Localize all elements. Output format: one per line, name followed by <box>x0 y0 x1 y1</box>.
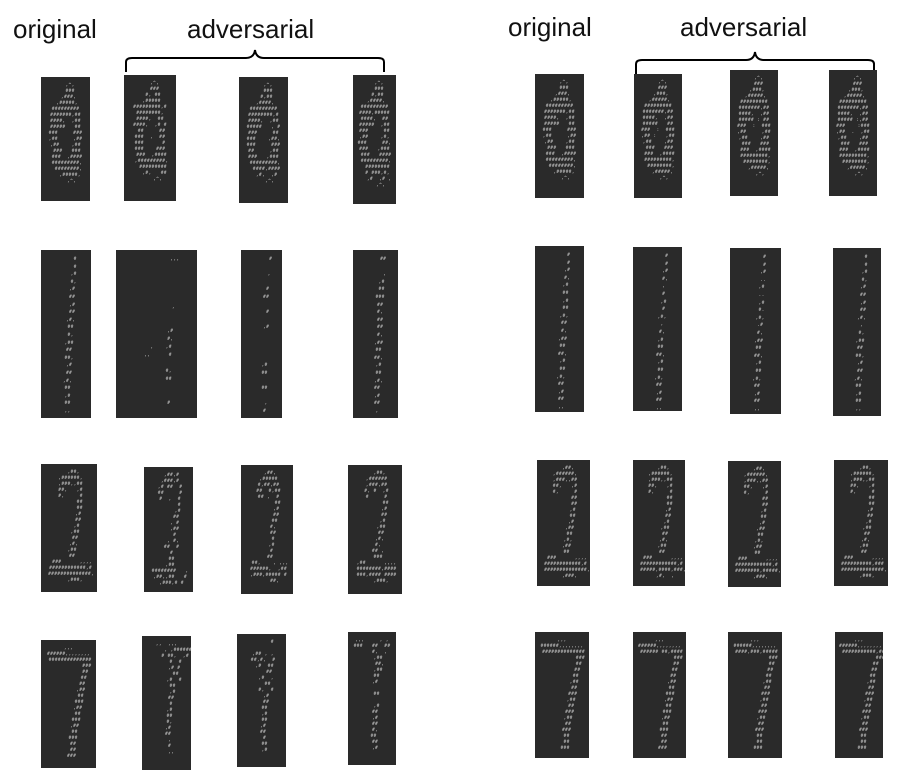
left-row2-adversarial-tile: ,##, ,###### ,###,## #, # ,# # # ## ,# #… <box>348 465 402 594</box>
right-row2-adversarial-tile: ,##, ,######, ,###,,## ##, ,# #, # ## ##… <box>834 460 888 586</box>
left-row1-adversarial-tile: ## , ,# ## ### ## #, ## ## #, ,## ## ##,… <box>353 250 398 418</box>
right-row3-adversarial-tile: ,,, ######,,,,,,,, ####,###,##### ### ##… <box>728 632 782 758</box>
ascii-digit-art: ,^, ### ,###, ,#####, ######### #######,… <box>836 76 870 177</box>
right-adversarial-brace <box>635 51 875 74</box>
right-row3-adversarial-tile: ,,, ######,,,,,,,, ###########,## ### ##… <box>835 632 883 758</box>
left-row3-adversarial-tile: ,, ,,, , ,###### # ##, ,# # # ,# # ## ,#… <box>142 636 191 770</box>
right-row0-adversarial-tile: ,^, ### ,###, ,#####, ######### #######,… <box>730 70 778 196</box>
ascii-digit-art: ,,, ######,,,,,,,, ###########,## ### ##… <box>839 638 883 751</box>
ascii-digit-art: ,,, , , ### ## ## #, , ,## ##, ,## ## ,#… <box>353 638 391 751</box>
ascii-digit-art: ,^, ### #,## ,####, ######### ####,#####… <box>357 81 392 188</box>
ascii-digit-art: ,^, ### #, ## ,##### #########,# #######… <box>133 81 169 182</box>
ascii-digit-art: ,,, ######,,,,,,,, ###### ##,#### ### ##… <box>638 638 683 751</box>
right-row0-adversarial-tile: ,^, ### ,###, ,#####, ######### #######,… <box>829 70 877 196</box>
left-row3-original-tile: ,,, ######,,,,,,,, ############## ### ##… <box>41 640 96 768</box>
left-original-label: original <box>13 14 97 44</box>
ascii-digit-art: # # ,# #, ,# ## ,# ## ,#, , #, ,## ## ##… <box>853 255 868 412</box>
ascii-digit-art: ,, ,,, , ,###### # ##, ,# # # ,# # ## ,#… <box>155 642 191 755</box>
ascii-digit-art: ,,, ######,,,,,,,, ####,###,##### ### ##… <box>733 638 778 751</box>
left-row3-adversarial-tile: # ,## , , ##,#, # ,# ## ## ,# , ## #, # … <box>237 634 286 767</box>
left-row2-adversarial-tile: ,##, ,##### #,##,## ## #,## ## , # ## ,#… <box>241 465 293 594</box>
left-row0-original-tile: ,^, ### ,###, ,#####, ######### #######,… <box>41 77 90 201</box>
right-row0-adversarial-tile: ,^, ### ,###, ,#####, ######### #######,… <box>634 74 682 198</box>
ascii-digit-art: ,^, ### ,###, ,#####, ######### #######,… <box>641 80 675 181</box>
ascii-digit-art: ,,, ######,,,,,,,, ############## ### ##… <box>540 638 585 751</box>
ascii-digit-art: ,^, ### #,## ,####, ######### ########,#… <box>246 83 281 184</box>
ascii-digit-art: ,##, ,######, ,###,,## ##, ,# #, # ## ##… <box>544 466 590 579</box>
ascii-digit-art: # # ,# .. ,# .. ,# #. ,#, .# #, ,## ## #… <box>752 255 767 412</box>
ascii-digit-art: ,^, ### ,###, ,#####, ######### #######,… <box>542 80 577 181</box>
right-row1-original-tile: # # ,# #, ,# ## ,# ## ,#, ## #, ,## ## #… <box>535 246 584 412</box>
left-row2-original-tile: ,##, ,######, ,###,,## ##, ,# #, # ## ##… <box>41 464 97 592</box>
right-row3-adversarial-tile: ,,, ######,,,,,,,, ###### ##,#### ### ##… <box>633 632 686 758</box>
ascii-digit-art: ,,, ######,,,,,,,, ############## ### ##… <box>47 646 92 759</box>
ascii-digit-art: # ,## , , ##,#, # ,# ## ## ,# , ## #, # … <box>250 640 276 753</box>
right-row2-adversarial-tile: ,##, ,######, ,###,,## ##, ,# #, # ## ##… <box>728 461 781 587</box>
left-row0-adversarial-tile: ,^, ### #,## ,####, ######### ####,#####… <box>353 75 396 204</box>
ascii-digit-art: ,##, ,######, ,###,,## ##, ,# #, # ## ##… <box>735 467 781 580</box>
right-row1-adversarial-tile: # # ,# #, , # ,# # ,#, , #, ,# ## ##, ,#… <box>633 247 682 411</box>
ascii-digit-art: ,##, ,##### #,##,## ## #,## ## , # ## ,#… <box>250 471 289 584</box>
ascii-digit-art: # , # ## # ,# ,# ## ## , # <box>261 257 273 414</box>
ascii-digit-art: ,^, ### ,###, ,#####, ######### #######,… <box>48 83 83 184</box>
left-adversarial-brace <box>125 49 385 72</box>
right-row1-adversarial-tile: # # ,# .. ,# .. ,# #. ,#, .# #, ,## ## #… <box>730 248 781 414</box>
right-adversarial-label: adversarial <box>680 12 808 42</box>
ascii-digit-art: ,##, ,###### ,###,## #, # ,# # # ## ,# #… <box>356 471 397 584</box>
left-row2-adversarial-tile: ,##,# ,###,# ,# ## # ## # # , # # ,# ## … <box>144 467 193 592</box>
left-row0-adversarial-tile: ,^, ### #,## ,####, ######### ########,#… <box>239 77 288 203</box>
right-original-label: original <box>508 12 592 42</box>
right-row1-adversarial-tile: # # ,# #, ,# ## ,# ## ,#, , #, ,## ## ##… <box>833 248 881 416</box>
ascii-digit-art: ,^, ### ,###, ,#####, ######### #######,… <box>737 76 771 177</box>
ascii-digit-art: ## , ,# ## ### ## #, ## ## #, ,## ## ##,… <box>373 257 387 414</box>
left-row1-original-tile: # # ,# #, ,# ## ,# ## ,#, ## #, ,## ## #… <box>41 250 91 418</box>
ascii-digit-art: ,##, ,######, ,###,,## ##, ,# #, # ## ##… <box>640 466 685 579</box>
left-row1-adversarial-tile: ,,, , ,# #, , ,# ,, # #, ## # <box>116 250 197 418</box>
right-row2-original-tile: ,##, ,######, ,###,,## ##, ,# #, # ## ##… <box>537 460 590 586</box>
ascii-digit-art: ,##, ,######, ,###,,## ##, ,# #, # ## ##… <box>48 470 95 583</box>
ascii-digit-art: ,##,# ,###,# ,# ## # ## # # , # # ,# ## … <box>151 473 189 586</box>
left-adversarial-label: adversarial <box>187 14 315 44</box>
right-row0-original-tile: ,^, ### ,###, ,#####, ######### #######,… <box>535 74 584 198</box>
right-row2-adversarial-tile: ,##, ,######, ,###,,## ##, ,# #, # ## ##… <box>633 460 685 586</box>
right-row3-original-tile: ,,, ######,,,,,,,, ############## ### ##… <box>535 632 589 758</box>
left-row1-adversarial-tile: # , # ## # ,# ,# ## ## , # <box>241 250 282 418</box>
ascii-digit-art: # # ,# #, ,# ## ,# ## ,#, ## #, ,## ## #… <box>62 257 77 414</box>
ascii-digit-art: ,,, , ,# #, , ,# ,, # #, ## # <box>144 257 180 406</box>
left-row0-adversarial-tile: ,^, ### #, ## ,##### #########,# #######… <box>124 75 176 201</box>
ascii-digit-art: ,##, ,######, ,###,,## ##, ,# #, # ## ##… <box>841 466 888 579</box>
left-row3-adversarial-tile: ,,, , , ### ## ## #, , ,## ##, ,## ## ,#… <box>348 632 396 765</box>
ascii-digit-art: # # ,# #, ,# ## ,# ## ,#, ## #, ,## ## #… <box>556 253 571 410</box>
ascii-digit-art: # # ,# #, , # ,# # ,#, , #, ,# ## ##, ,#… <box>654 254 669 411</box>
